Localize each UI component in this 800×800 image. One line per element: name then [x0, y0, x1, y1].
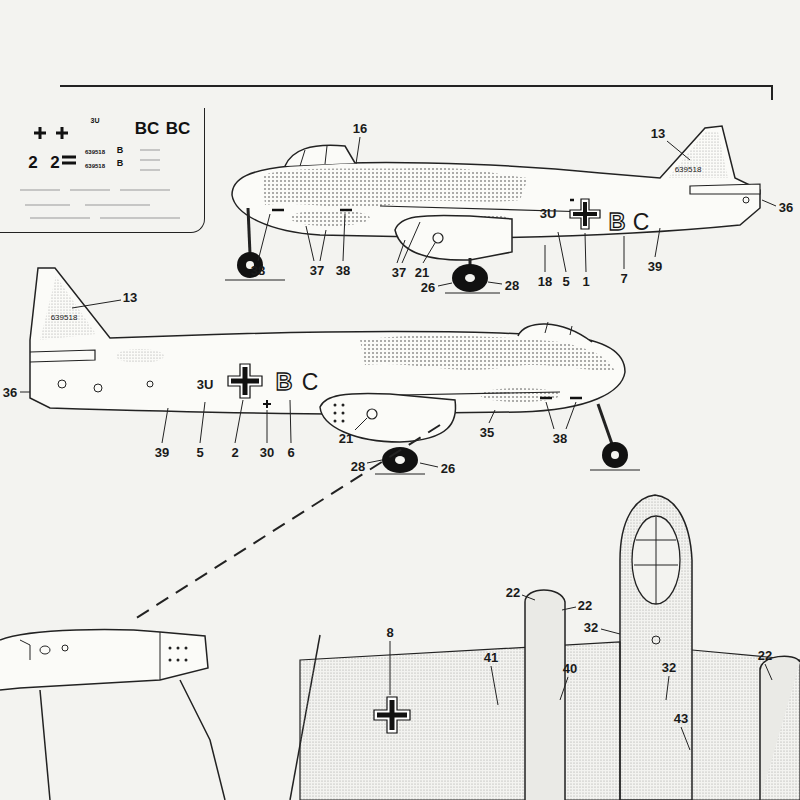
callout-number: 35: [480, 426, 494, 439]
callout-number: 21: [415, 266, 429, 279]
callout-number: 32: [584, 621, 598, 634]
callout-number: 30: [260, 446, 274, 459]
serial-number: 639518: [675, 166, 702, 174]
callout-number: 32: [662, 661, 676, 674]
callout-number: 26: [441, 462, 455, 475]
callout-number: 5: [562, 275, 569, 288]
callout-number: 13: [123, 291, 137, 304]
decal-sheet: BC BC 22 3U BB 639518 639518: [0, 108, 205, 233]
callout-number: 16: [353, 122, 367, 135]
decal-text: B: [117, 146, 124, 155]
decal-text: B: [117, 159, 124, 168]
callout-number: 22: [506, 586, 520, 599]
unit-code: 3U: [540, 207, 557, 220]
callout-number: 26: [421, 281, 435, 294]
callout-number: 22: [578, 599, 592, 612]
callout-number: 7: [620, 272, 627, 285]
callout-number: 36: [779, 201, 793, 214]
code-letter: C: [302, 371, 319, 394]
callout-number: 5: [196, 446, 203, 459]
callout-number: 38: [251, 264, 265, 277]
callout-number: 36: [3, 386, 17, 399]
callout-number: 43: [674, 712, 688, 725]
callout-number: 18: [538, 275, 552, 288]
unit-code: 3U: [197, 378, 214, 391]
callout-number: 2: [231, 446, 238, 459]
decal-text: 639518: [85, 163, 105, 169]
decal-text: BC: [135, 120, 160, 137]
serial-number: 639518: [51, 314, 78, 322]
callout-number: 6: [287, 446, 294, 459]
callout-number: 13: [651, 127, 665, 140]
decal-text: BC: [166, 120, 191, 137]
code-letter: B: [276, 371, 293, 394]
callout-number: 38: [336, 264, 350, 277]
decal-text: 2: [28, 154, 37, 171]
code-letter: C: [633, 211, 650, 234]
decal-text: 3U: [91, 117, 100, 124]
callout-number: 41: [484, 651, 498, 664]
callout-number: 38: [553, 432, 567, 445]
code-letter: B: [609, 211, 626, 234]
callout-number: 28: [351, 460, 365, 473]
callout-number: 37: [310, 264, 324, 277]
callout-number: 39: [648, 260, 662, 273]
callout-number: 37: [392, 266, 406, 279]
callout-number: 22: [758, 649, 772, 662]
callout-number: 40: [563, 662, 577, 675]
decal-text: 2: [50, 154, 59, 171]
callout-number: 1: [582, 275, 589, 288]
callout-number: 21: [339, 432, 353, 445]
callout-number: 8: [386, 626, 393, 639]
callout-number: 39: [155, 446, 169, 459]
decal-text: 639518: [85, 149, 105, 155]
callout-number: 28: [505, 279, 519, 292]
